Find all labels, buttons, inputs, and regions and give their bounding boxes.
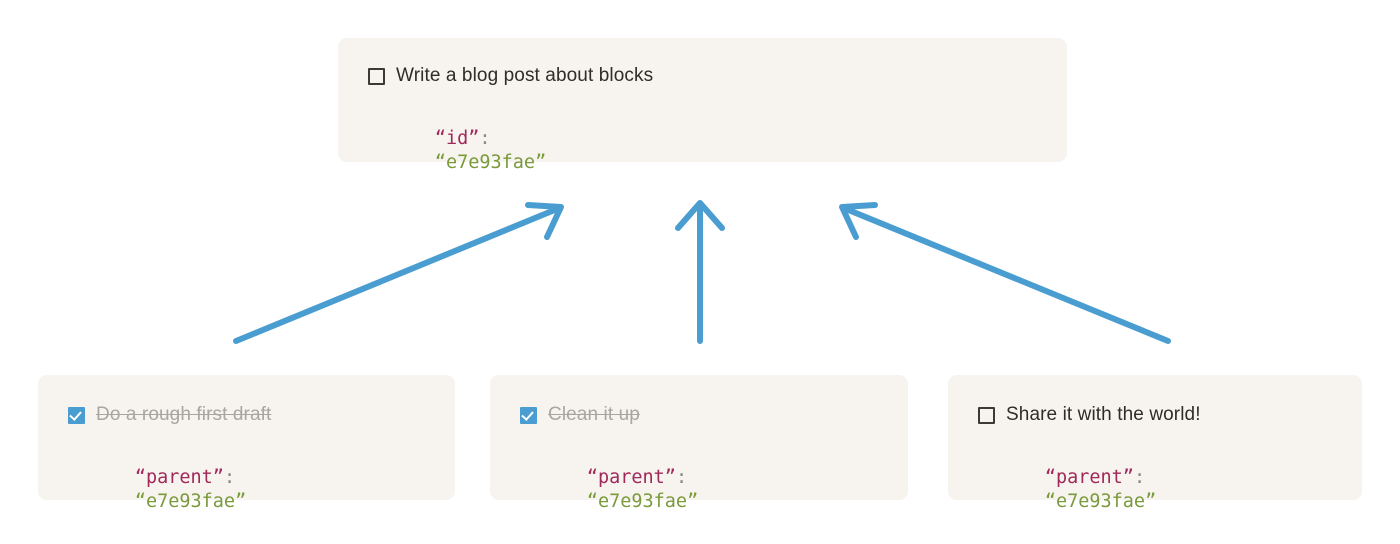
child-block-card-2[interactable]: Clean it up “parent”: “e7e93fae”	[490, 375, 908, 512]
child-1-json-row: “parent”: “e7e93fae”	[68, 442, 455, 538]
parent-json-row: “id”: “e7e93fae”	[368, 103, 1067, 199]
child-block-card-3[interactable]: Share it with the world! “parent”: “e7e9…	[948, 375, 1362, 512]
child-3-json-row: “parent”: “e7e93fae”	[978, 442, 1362, 538]
child-1-json-colon: :	[223, 467, 236, 488]
child-2-json-key: “parent”	[586, 467, 676, 488]
child-1-json-value: “e7e93fae”	[134, 491, 247, 512]
child-3-json-key: “parent”	[1044, 467, 1134, 488]
child-2-json-colon: :	[675, 467, 688, 488]
child-3-todo-label: Share it with the world!	[1006, 404, 1201, 425]
checkbox-unchecked-icon[interactable]	[978, 406, 995, 424]
child-1-todo-label: Do a rough first draft	[96, 404, 272, 425]
parent-todo-row: Write a blog post about blocks	[368, 64, 1067, 88]
child-3-todo-row: Share it with the world!	[978, 403, 1362, 427]
child-2-todo-label: Clean it up	[548, 404, 640, 425]
child-1-json-key: “parent”	[134, 467, 224, 488]
parent-json-value: “e7e93fae”	[434, 152, 547, 173]
child-block-card-1[interactable]: Do a rough first draft “parent”: “e7e93f…	[38, 375, 455, 512]
arrow-child2-to-parent	[675, 200, 725, 344]
parent-block-card[interactable]: Write a blog post about blocks “id”: “e7…	[338, 38, 1067, 173]
child-2-json-value: “e7e93fae”	[586, 491, 699, 512]
checkbox-checked-icon[interactable]	[68, 406, 85, 424]
arrow-child3-to-parent	[839, 202, 1171, 344]
checkbox-unchecked-icon[interactable]	[368, 67, 385, 85]
child-2-todo-row: Clean it up	[520, 403, 908, 427]
child-3-json-value: “e7e93fae”	[1044, 491, 1157, 512]
parent-json-colon: :	[479, 128, 491, 149]
child-2-json-row: “parent”: “e7e93fae”	[520, 442, 908, 538]
parent-json-key: “id”	[434, 128, 480, 149]
arrow-child1-to-parent	[233, 202, 564, 344]
checkbox-checked-icon[interactable]	[520, 406, 537, 424]
parent-todo-label: Write a blog post about blocks	[396, 65, 654, 86]
child-3-json-colon: :	[1133, 467, 1146, 488]
child-1-todo-row: Do a rough first draft	[68, 403, 455, 427]
